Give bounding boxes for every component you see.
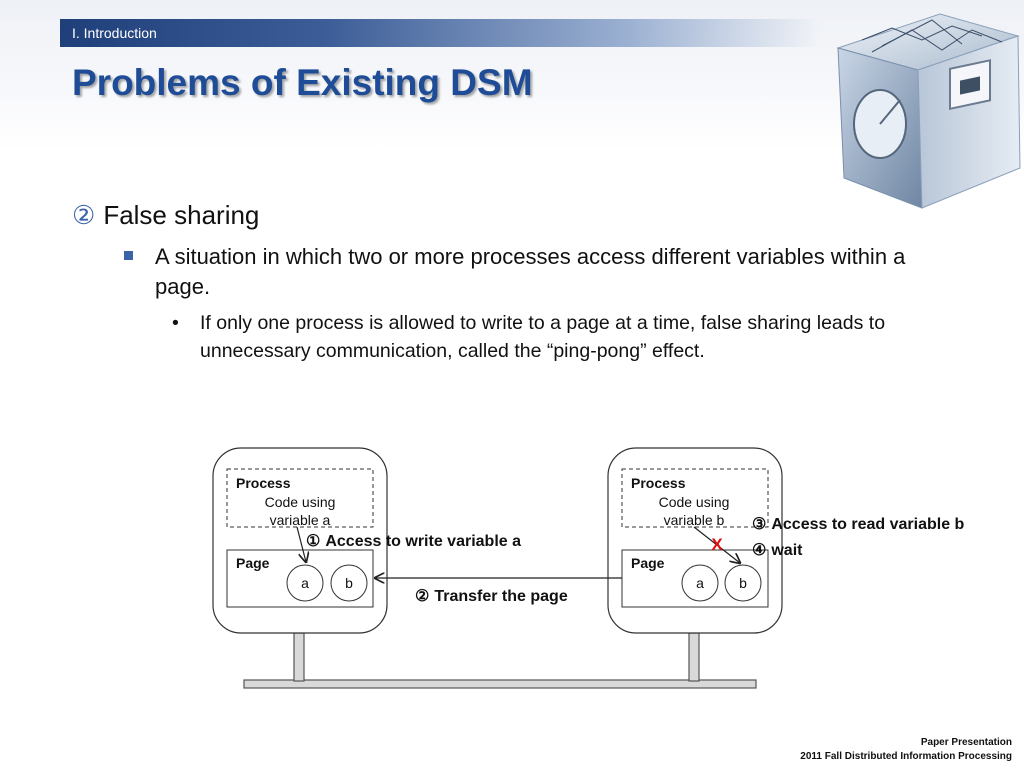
footer-line2: 2011 Fall Distributed Information Proces… <box>800 751 1012 762</box>
dot-bullet-icon: • <box>172 312 179 334</box>
right-var-a-circle <box>681 564 719 602</box>
slide-title: Problems of Existing DSM <box>72 62 533 103</box>
network-bus <box>243 679 757 689</box>
step-1-number: ① <box>306 533 320 550</box>
right-connector <box>688 632 700 682</box>
bullet-text: False sharing <box>103 200 260 230</box>
right-process-box <box>621 468 769 528</box>
left-var-a-circle <box>286 564 324 602</box>
right-code-line1: Code using <box>659 494 730 510</box>
left-write-arrow <box>296 526 306 562</box>
section-label: I. Introduction <box>72 25 157 41</box>
section-bar <box>60 19 820 47</box>
bullet-definition: A situation in which two or more process… <box>124 242 954 302</box>
bullet-text: A situation in which two or more process… <box>155 244 906 299</box>
square-bullet-icon <box>124 251 133 260</box>
footer-line1: Paper Presentation <box>920 737 1012 748</box>
bullet-text: If only one process is allowed to write … <box>200 312 886 362</box>
step-3-text: Access to read variable b <box>771 516 964 533</box>
network-cube-image <box>836 13 1021 209</box>
bullet-ping-pong: • If only one process is allowed to writ… <box>172 309 962 365</box>
step-4-text: wait <box>770 542 803 559</box>
right-code-line2: variable b <box>664 512 725 528</box>
step-2-number: ② <box>415 588 429 605</box>
footer: Paper Presentation 2011 Fall Distributed… <box>800 736 1012 764</box>
left-var-a-label: a <box>301 575 309 591</box>
step-2-text: Transfer the page <box>434 588 567 605</box>
left-var-b-circle <box>330 564 368 602</box>
false-sharing-diagram: Process Code using variable a Page a b P… <box>212 447 965 689</box>
left-code-line2: variable a <box>270 512 331 528</box>
right-read-arrow <box>693 526 740 563</box>
bullet-number: ② <box>72 200 96 230</box>
left-connector <box>293 632 305 682</box>
left-code-line1: Code using <box>265 494 336 510</box>
step-1-label: ① Access to write variable a <box>306 533 521 550</box>
right-var-a-label: a <box>696 575 704 591</box>
step-3-number: ③ <box>752 516 766 533</box>
left-var-b-label: b <box>345 575 353 591</box>
step-1-text: Access to write variable a <box>325 533 521 550</box>
step-2-label: ② Transfer the page <box>415 588 568 605</box>
right-var-b-circle <box>724 564 762 602</box>
right-process-label: Process <box>631 475 686 491</box>
right-page-label: Page <box>631 555 665 571</box>
left-process-box <box>226 468 374 528</box>
step-3-label: ③ Access to read variable b <box>752 516 965 533</box>
step-4-number: ④ <box>752 542 766 559</box>
left-page-label: Page <box>236 555 270 571</box>
left-process-label: Process <box>236 475 291 491</box>
blocked-x-mark: X <box>711 535 723 554</box>
right-var-b-label: b <box>739 575 747 591</box>
